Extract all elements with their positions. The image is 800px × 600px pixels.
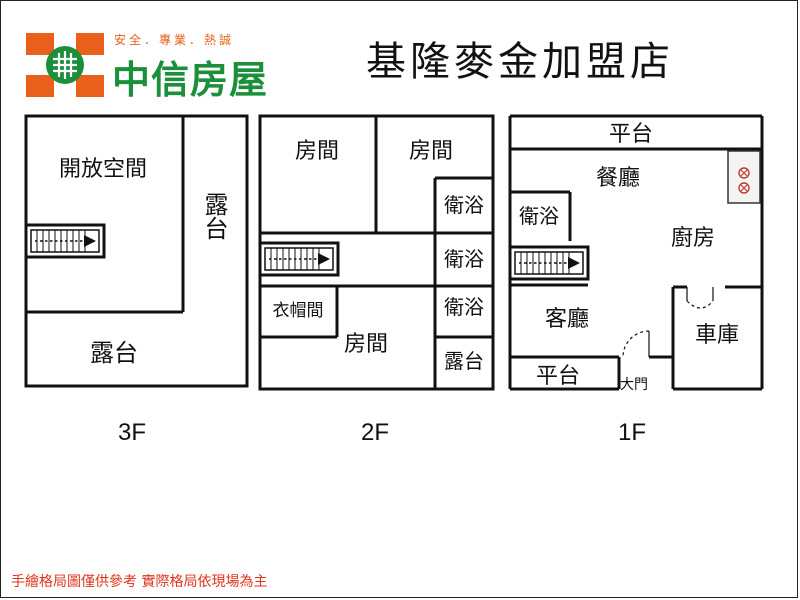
floor-label-3f: 3F — [118, 419, 147, 446]
room-1f-terrace-top: 平台 — [609, 122, 653, 147]
logo-mark-icon — [26, 33, 104, 97]
door-swing-garage — [686, 287, 714, 309]
stair-3f — [24, 223, 106, 259]
disclaimer-text: 手繪格局圖僅供參考 實際格局依現場為主 — [11, 574, 268, 590]
floor-1f-plan — [508, 114, 764, 391]
room-2f-bath-3: 衛浴 — [444, 295, 484, 319]
company-logo: 安全．專業．熱誠 中信房屋 — [26, 29, 316, 102]
room-1f-main-door: 大門 — [620, 377, 648, 393]
room-3f-balcony-bottom: 露台 — [90, 339, 138, 367]
floor-label-2f: 2F — [361, 419, 390, 446]
room-2f-closet: 衣帽間 — [273, 301, 324, 321]
room-2f-room-top-left: 房間 — [295, 139, 339, 164]
floor-label-1f: 1F — [618, 419, 647, 446]
stove-icon — [727, 150, 761, 204]
room-1f-terrace-bottom: 平台 — [536, 364, 580, 389]
room-3f-balcony-right: 露台 — [200, 192, 228, 240]
room-1f-garage: 車庫 — [695, 323, 739, 348]
room-2f-bath-2: 衛浴 — [444, 247, 484, 271]
room-2f-room-bottom: 房間 — [344, 332, 388, 357]
room-2f-bath-1: 衛浴 — [444, 193, 484, 217]
door-swing-main — [622, 330, 650, 358]
logo-name: 中信房屋 — [112, 58, 269, 102]
store-title: 基隆麥金加盟店 — [366, 39, 674, 85]
room-1f-living: 客廳 — [545, 307, 589, 332]
stair-2f — [258, 241, 340, 277]
room-1f-bath: 衛浴 — [519, 204, 559, 228]
room-3f-open-space: 開放空間 — [59, 157, 147, 182]
room-1f-dining: 餐廳 — [596, 166, 640, 191]
room-2f-room-top-right: 房間 — [409, 139, 453, 164]
stair-1f — [508, 245, 590, 281]
room-2f-balcony: 露台 — [444, 349, 484, 373]
room-1f-kitchen: 廚房 — [671, 226, 715, 251]
logo-tagline: 安全．專業．熱誠 — [114, 33, 235, 47]
